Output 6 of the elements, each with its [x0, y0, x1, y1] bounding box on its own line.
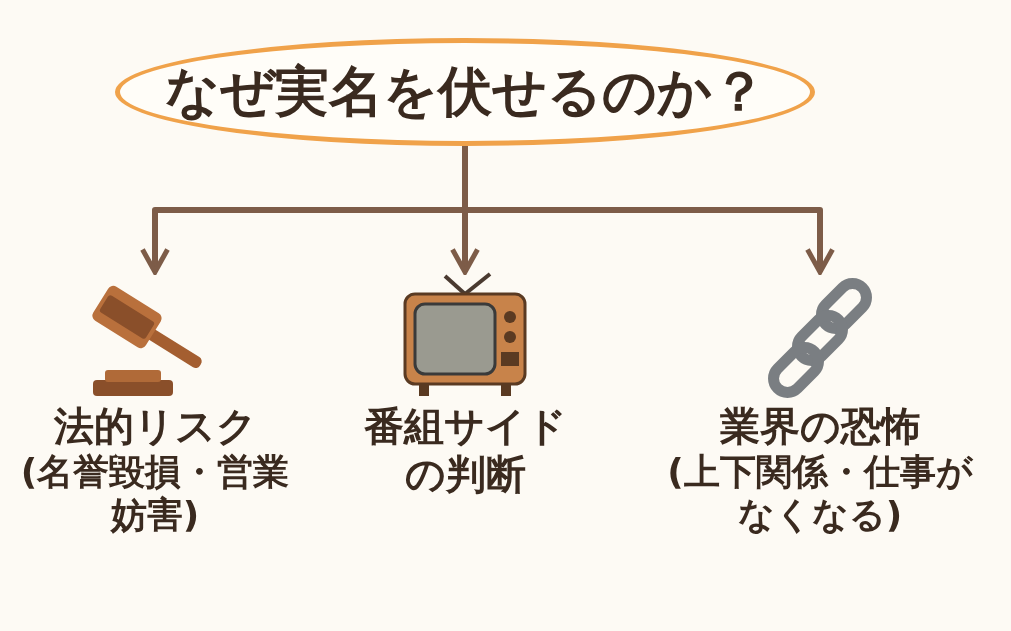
heading: 番組サイドの判断	[362, 402, 568, 498]
title-text: なぜ実名を伏せるのか？	[164, 58, 766, 125]
note: (名誉毀損・営業妨害)	[19, 450, 291, 537]
heading: 業界の恐怖	[719, 402, 921, 450]
note: (上下関係・仕事がなくなる)	[666, 450, 974, 537]
heading: 法的リスク	[53, 402, 257, 450]
